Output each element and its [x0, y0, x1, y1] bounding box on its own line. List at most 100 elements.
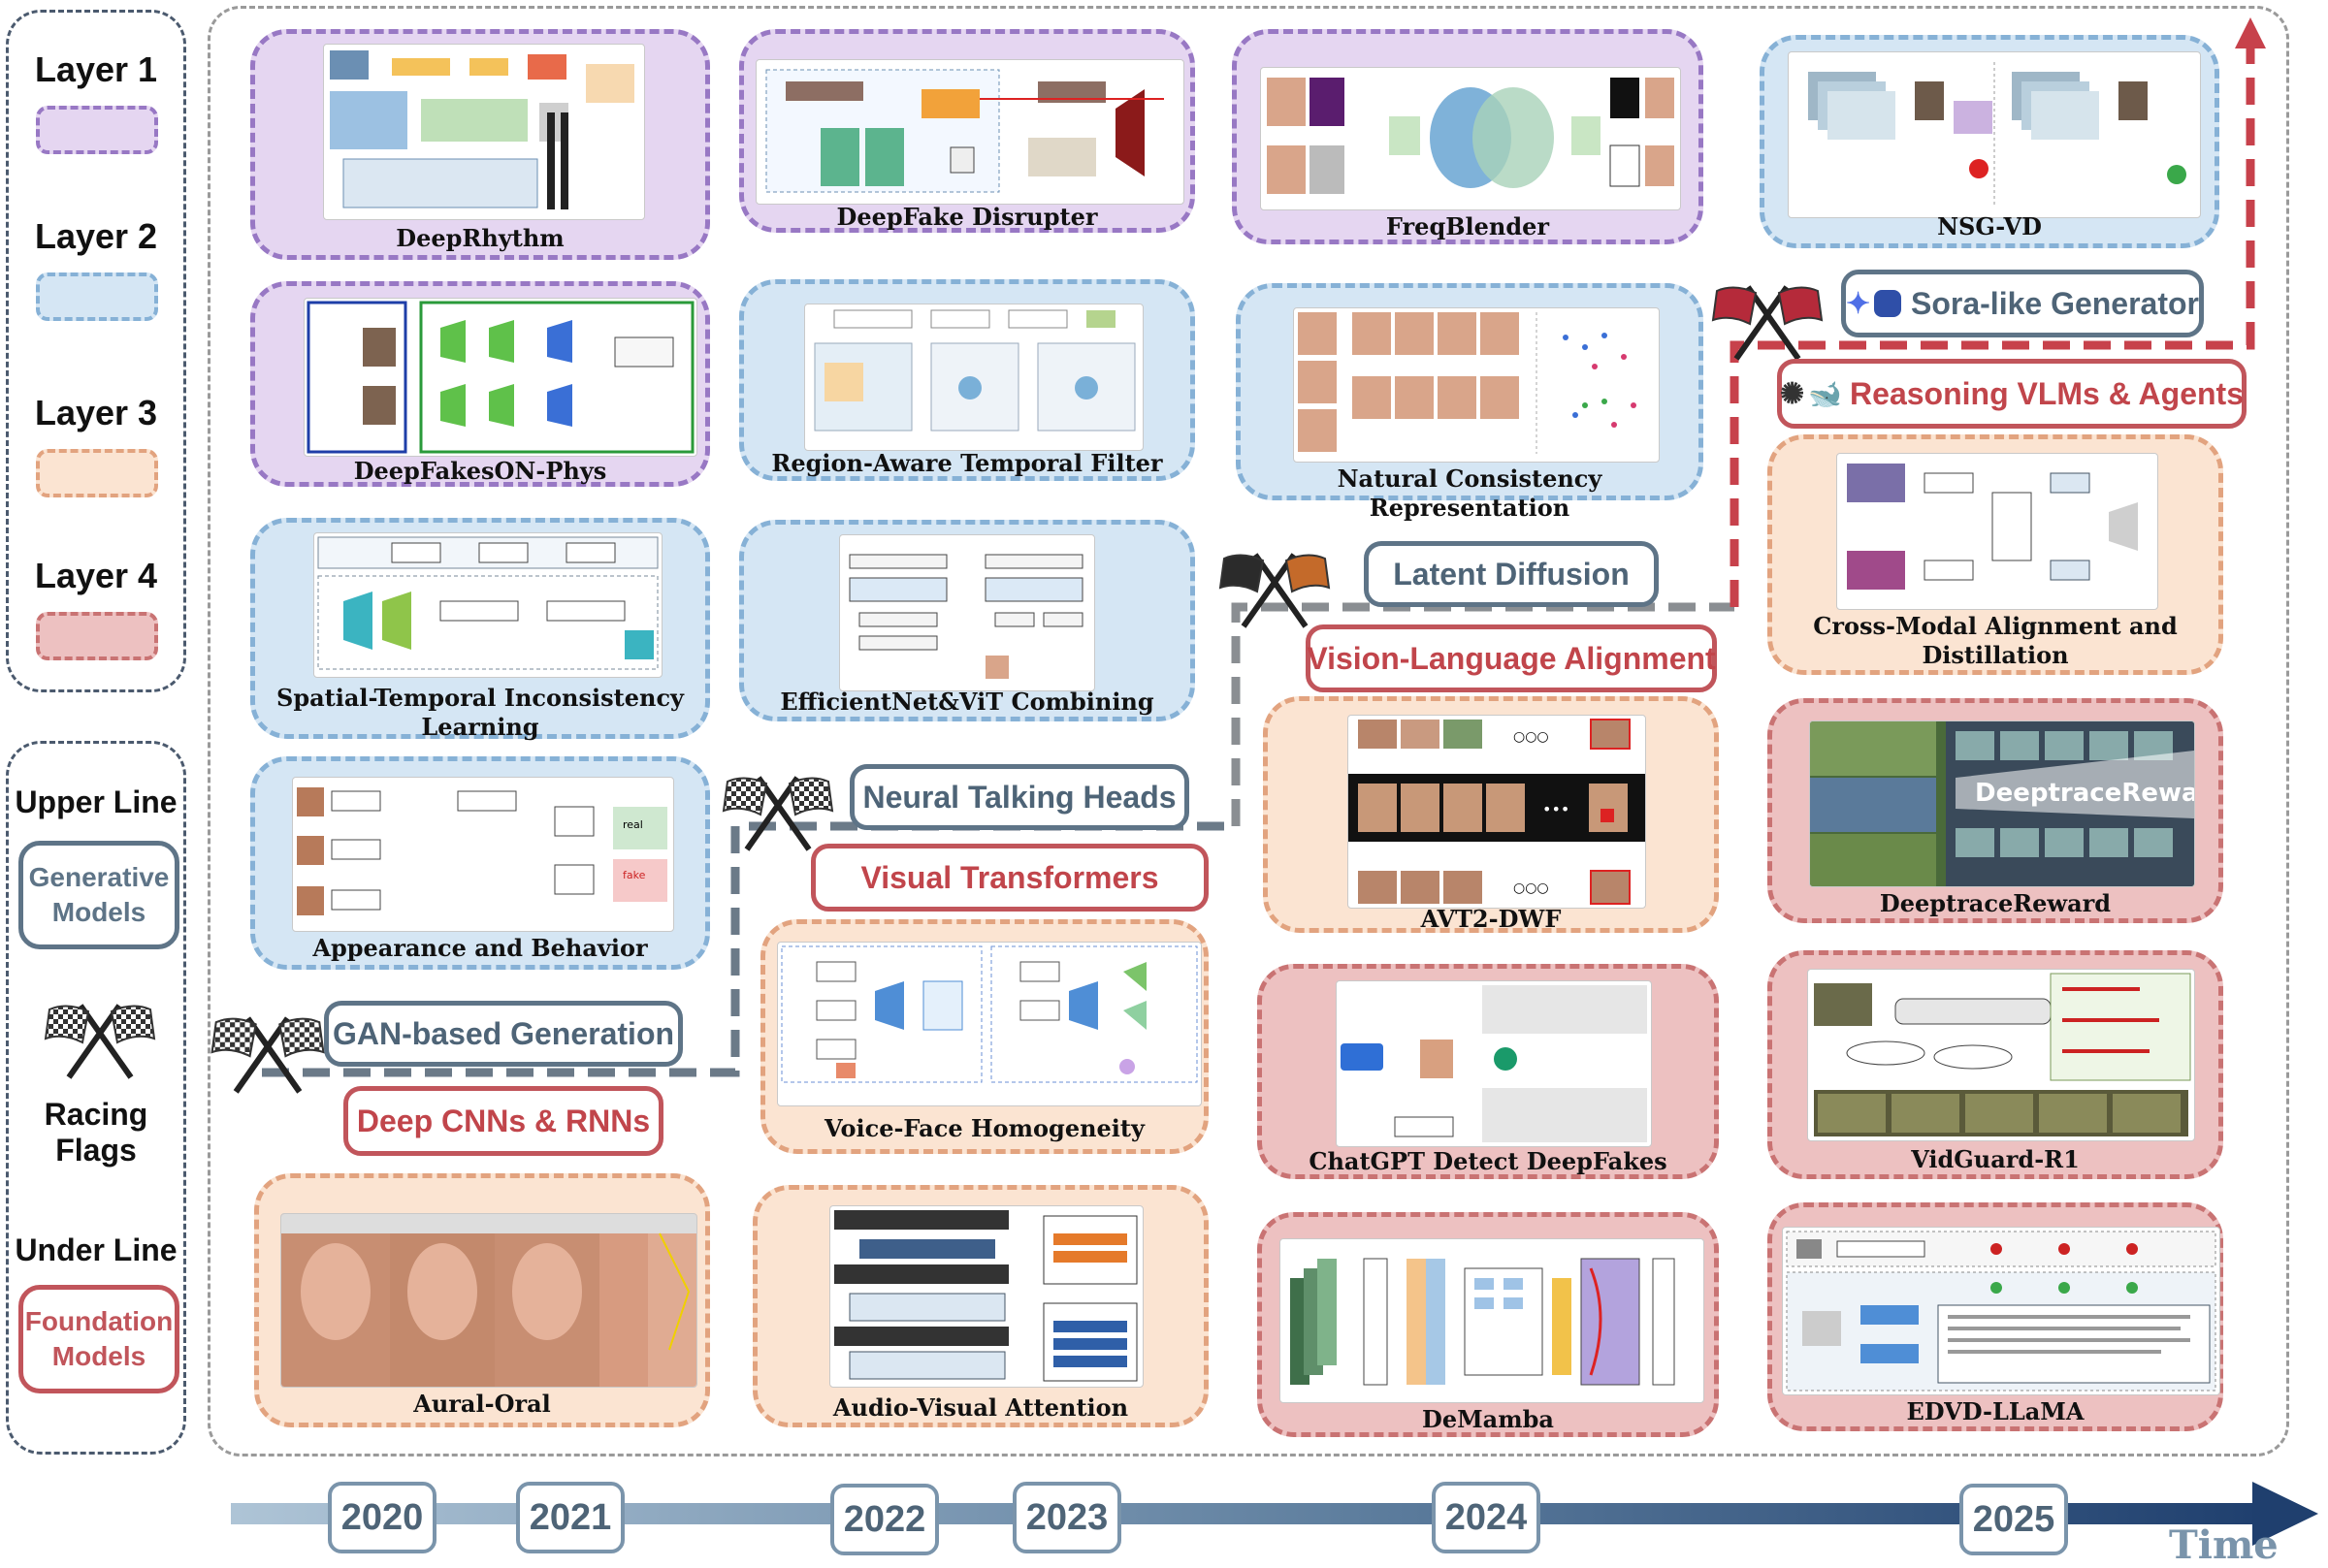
legend-layer4-swatch — [36, 612, 158, 660]
year-2021: 2021 — [516, 1482, 625, 1553]
racing-flags-title: Racing Flags — [44, 1097, 148, 1168]
vidguard-caption: VidGuard-R1 — [1911, 1145, 2080, 1173]
nsg-vd-diagram — [1788, 51, 2201, 218]
card-cross-modal: Cross-Modal Alignment and Distillation — [1767, 434, 2223, 675]
year-2022: 2022 — [830, 1484, 939, 1555]
demamba-diagram — [1279, 1238, 1704, 1403]
card-chatgpt-detect: ChatGPT Detect DeepFakes — [1257, 964, 1719, 1179]
line-legend: Upper Line Generative Models Racing Flag… — [6, 741, 186, 1455]
legend-layer1-swatch — [36, 106, 158, 154]
year-2024: 2024 — [1432, 1482, 1540, 1553]
timeline-arrowhead — [2252, 1482, 2318, 1546]
demamba-caption: DeMamba — [1422, 1405, 1554, 1433]
edvd-diagram — [1782, 1227, 2220, 1395]
racing-flag-icon-2025 — [1711, 281, 1824, 361]
deepfake-disrupter-caption: DeepFake Disrupter — [836, 203, 1098, 231]
aural-oral-faces — [280, 1213, 697, 1388]
card-deeprhythm: DeepRhythm — [250, 29, 710, 260]
card-vidguard: VidGuard-R1 — [1767, 950, 2223, 1179]
card-audio-visual: Audio-Visual Attention — [753, 1185, 1209, 1427]
tag-deep-cnns-label: Deep CNNs & RNNs — [356, 1103, 651, 1138]
efficientnet-vit-diagram — [839, 534, 1095, 691]
card-avt2-dwf: ○○○ ••• ○○○ AVT2-DWF — [1263, 696, 1719, 933]
natural-consistency-caption: Natural Consistency Representation — [1337, 464, 1602, 522]
foundation-models-pill: Foundation Models — [18, 1285, 179, 1393]
deeptrace-collage: DeeptraceReward — [1809, 720, 2195, 887]
audio-visual-diagram — [829, 1205, 1144, 1388]
legend-layer2-swatch — [36, 272, 158, 321]
tag-sora-generator: ✦ Sora-like Generator — [1841, 270, 2204, 337]
legend-layer4-label: Layer 4 — [34, 556, 158, 595]
card-deeptrace: DeeptraceReward DeeptraceReward — [1767, 698, 2223, 923]
card-nsg-vd: NSG-VD — [1760, 35, 2219, 248]
voice-face-caption: Voice-Face Homogeneity — [824, 1114, 1145, 1142]
under-line-title: Under Line — [15, 1232, 178, 1267]
freqblender-caption: FreqBlender — [1385, 212, 1550, 240]
region-aware-caption: Region-Aware Temporal Filter — [771, 449, 1163, 477]
card-freqblender: FreqBlender — [1232, 29, 1703, 244]
svg-text:○○○: ○○○ — [1513, 880, 1549, 896]
deepfake-disrupter-diagram — [756, 59, 1184, 205]
chatgpt-icon: ✺ — [1780, 377, 1805, 410]
tag-vl-alignment-label: Vision-Language Alignment — [1307, 640, 1716, 676]
card-edvd: EDVD-LLaMA — [1767, 1202, 2223, 1431]
card-region-aware: Region-Aware Temporal Filter — [739, 279, 1195, 481]
year-2020: 2020 — [328, 1482, 436, 1553]
chatgpt-detect-caption: ChatGPT Detect DeepFakes — [1309, 1147, 1667, 1175]
appearance-real-text: real — [623, 818, 643, 831]
deepfakeson-phys-caption: DeepFakesON-Phys — [353, 457, 607, 485]
deeprhythm-caption: DeepRhythm — [396, 224, 565, 252]
tag-talking-heads-label: Neural Talking Heads — [862, 779, 1177, 815]
timeline-bar — [231, 1503, 2268, 1524]
tag-reasoning-vlms: ✺ 🐋 Reasoning VLMs & Agents — [1777, 359, 2247, 429]
tag-reasoning-label: Reasoning VLMs & Agents — [1850, 375, 2244, 411]
avt2-dwf-diagram: ○○○ ••• ○○○ — [1347, 715, 1646, 909]
deepfakeson-phys-diagram — [304, 298, 697, 457]
appearance-behavior-caption: Appearance and Behavior — [312, 934, 648, 962]
cross-modal-diagram — [1836, 453, 2158, 610]
card-deepfakeson-phys: DeepFakesON-Phys — [250, 281, 710, 487]
audio-visual-caption: Audio-Visual Attention — [832, 1393, 1129, 1422]
time-axis-label: Time — [2169, 1522, 2279, 1568]
region-aware-diagram — [804, 304, 1144, 451]
tag-visual-transformers-label: Visual Transformers — [860, 859, 1159, 895]
spatial-temporal-caption: Spatial-Temporal Inconsistency Learning — [276, 684, 684, 741]
efficientnet-vit-caption: EfficientNet&ViT Combining — [780, 688, 1154, 716]
card-appearance-behavior: real fake Appearance and Behavior — [250, 756, 710, 970]
aural-oral-caption: Aural-Oral — [413, 1390, 551, 1418]
card-demamba: DeMamba — [1257, 1212, 1719, 1437]
generative-models-pill: Generative Models — [18, 841, 179, 949]
natural-consistency-diagram — [1293, 307, 1660, 463]
legend-layer2-label: Layer 2 — [34, 216, 158, 256]
nsg-vd-caption: NSG-VD — [1937, 212, 2042, 240]
freqblender-diagram — [1260, 67, 1681, 210]
voice-face-diagram — [777, 942, 1202, 1106]
spatial-temporal-diagram — [313, 532, 663, 678]
racing-flag-icon-2022 — [722, 772, 834, 851]
card-natural-consistency: Natural Consistency Representation — [1236, 283, 1703, 522]
openai-icon — [1874, 290, 1901, 317]
card-spatial-temporal: Spatial-Temporal Inconsistency Learning — [250, 518, 710, 741]
card-efficientnet-vit: EfficientNet&ViT Combining — [739, 520, 1195, 721]
tag-gan-generation: GAN-based Generation — [324, 1001, 683, 1067]
legend-layer3-label: Layer 3 — [34, 393, 158, 432]
appearance-fake-text: fake — [623, 869, 646, 881]
avt2-dwf-caption: AVT2-DWF — [1420, 905, 1562, 933]
card-voice-face: Voice-Face Homogeneity — [760, 919, 1209, 1154]
tag-vl-alignment: Vision-Language Alignment — [1306, 624, 1717, 692]
foundation-models-label: Foundation Models — [24, 1306, 174, 1371]
layer-legend: Layer 1 Layer 2 Layer 3 Layer 4 — [6, 10, 186, 692]
edvd-caption: EDVD-LLaMA — [1906, 1397, 2085, 1425]
year-2023: 2023 — [1013, 1482, 1121, 1553]
cross-modal-caption: Cross-Modal Alignment and Distillation — [1813, 612, 2178, 669]
vidguard-diagram — [1807, 969, 2195, 1141]
tag-talking-heads: Neural Talking Heads — [850, 764, 1189, 830]
svg-text:•••: ••• — [1542, 800, 1569, 818]
appearance-behavior-diagram: real fake — [292, 777, 674, 932]
tag-deep-cnns: Deep CNNs & RNNs — [343, 1086, 663, 1156]
svg-text:○○○: ○○○ — [1513, 729, 1549, 745]
legend-layer3-swatch — [36, 449, 158, 497]
card-deepfake-disrupter: DeepFake Disrupter — [739, 29, 1195, 233]
card-aural-oral: Aural-Oral — [254, 1173, 710, 1427]
year-2025: 2025 — [1959, 1484, 2068, 1555]
